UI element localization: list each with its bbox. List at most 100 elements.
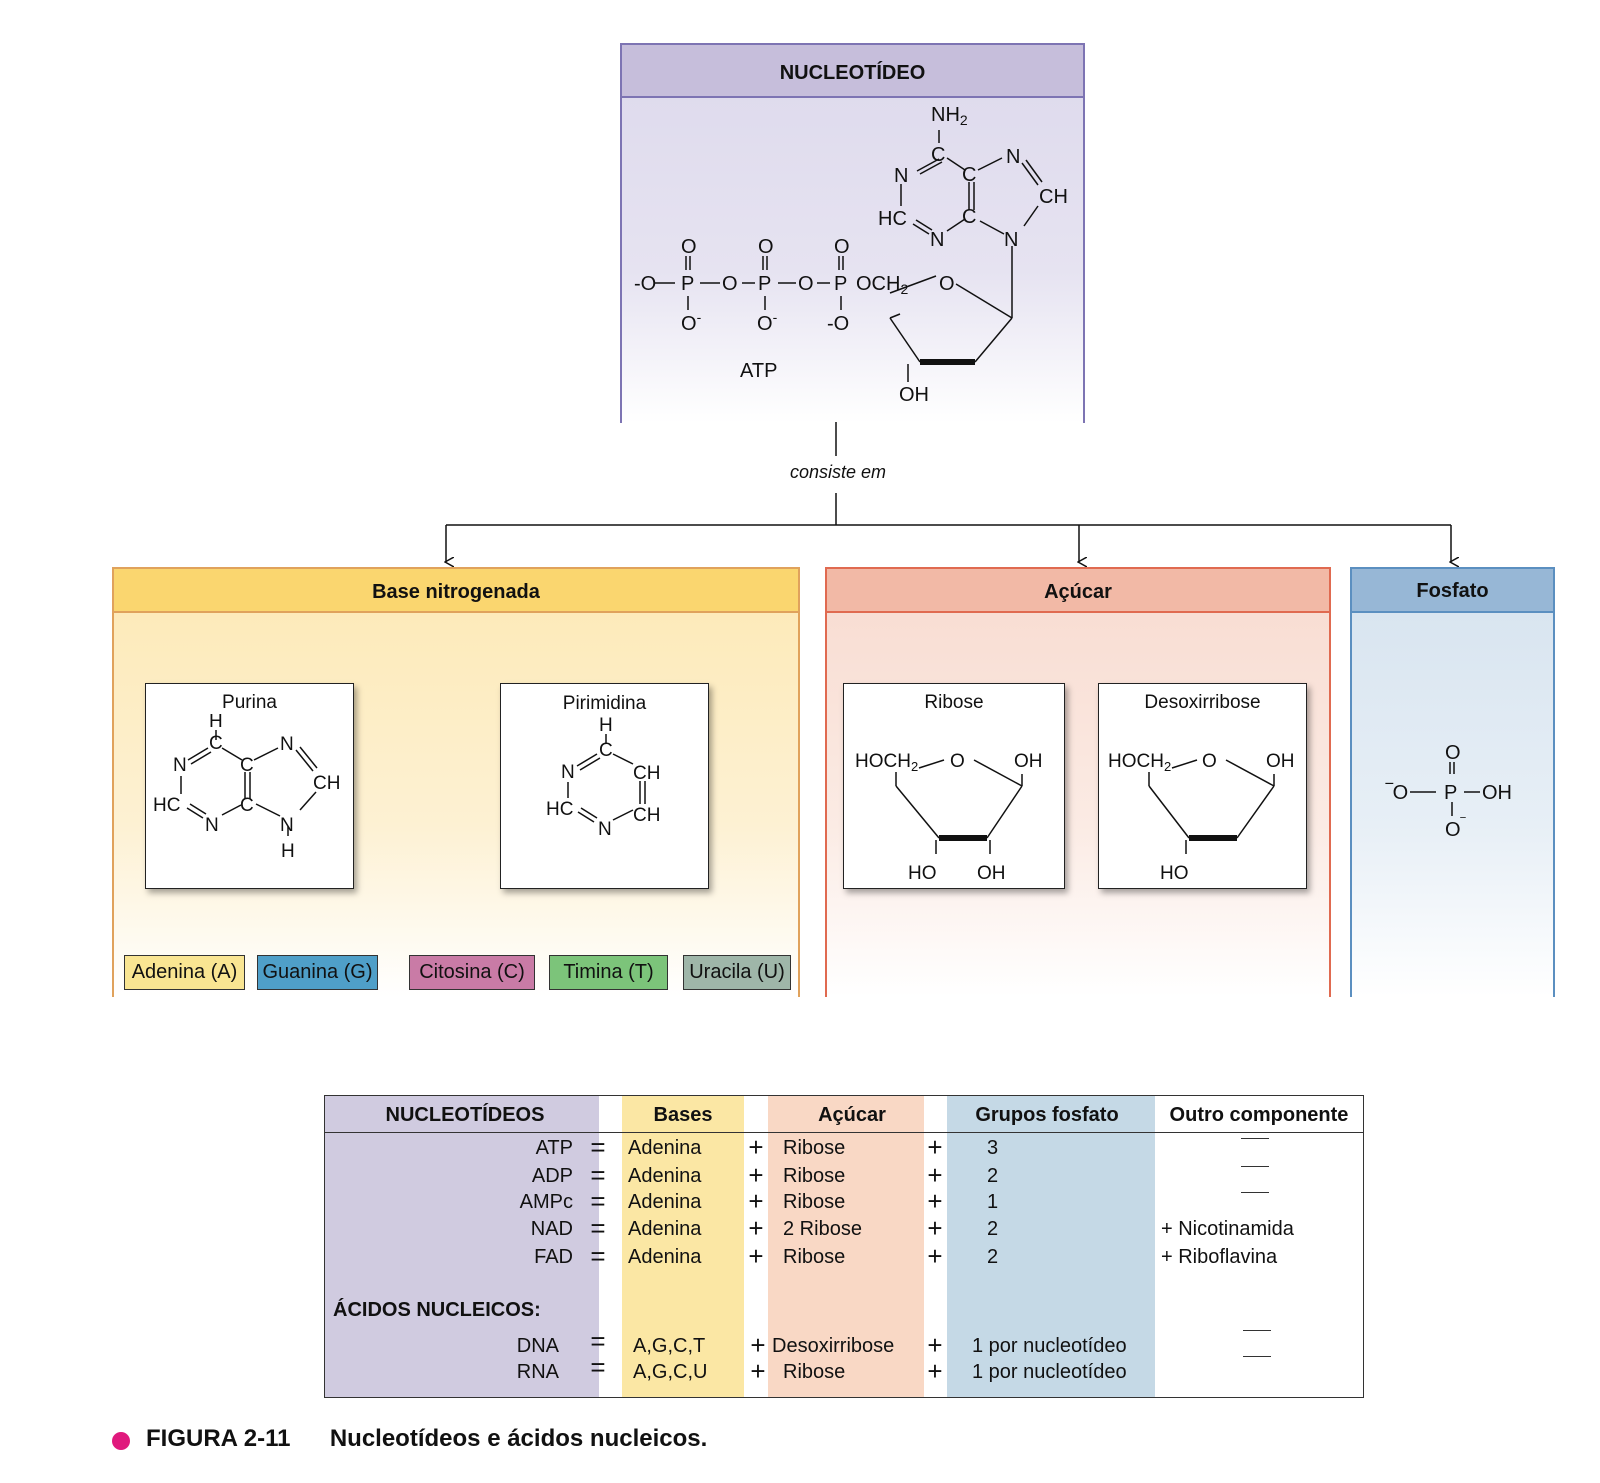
acid-row-eq: = — [590, 1326, 606, 1356]
svg-text:OH: OH — [899, 384, 929, 406]
row-eq: = — [590, 1160, 606, 1190]
desoxirribose-title: Desoxirribose — [1144, 692, 1261, 713]
svg-text:C: C — [962, 164, 976, 186]
th-nucleotides: NUCLEOTÍDEOS — [385, 1104, 545, 1126]
row-other: + Riboflavina — [1161, 1246, 1278, 1268]
caption-figure: FIGURA 2-11 — [146, 1425, 291, 1452]
svg-text:C: C — [599, 740, 613, 761]
svg-text:OH: OH — [1266, 751, 1295, 772]
acid-row-plus2: + — [927, 1356, 943, 1386]
phosphate-panel — [1350, 567, 1555, 997]
caption-text: Nucleotídeos e ácidos nucleicos. — [329, 1425, 708, 1452]
row-name: FAD — [534, 1246, 573, 1268]
svg-text:N: N — [561, 762, 575, 783]
link-label: consiste em — [789, 462, 887, 482]
row-name: ADP — [531, 1165, 573, 1187]
table-header-divider — [325, 1132, 1363, 1133]
svg-text:N: N — [280, 734, 294, 755]
acid-row-phosphate: 1 por nucleotídeo — [972, 1335, 1127, 1357]
th-phosphate: Grupos fosfato — [975, 1104, 1119, 1126]
pyrimidine-structure: H C N CH HC CH N — [546, 715, 660, 840]
svg-text:CH: CH — [1039, 186, 1068, 208]
row-phosphate: 1 — [987, 1191, 999, 1213]
col-phosphate-bg — [947, 1096, 1155, 1397]
svg-text:P: P — [758, 273, 771, 295]
row-name: ATP — [535, 1137, 573, 1159]
svg-text:C: C — [209, 733, 223, 754]
acid-row-other-dash — [1243, 1356, 1271, 1357]
row-plus2: + — [927, 1186, 943, 1216]
row-plus1: + — [748, 1132, 764, 1162]
atp-structure: NH2 C N C N CH HC C N N O OH -O P O P O … — [634, 104, 1068, 406]
phosphate-structure: O ‾O P OH O‾ — [1385, 742, 1512, 841]
svg-text:P: P — [1444, 782, 1457, 804]
row-other: + Nicotinamida — [1161, 1218, 1294, 1240]
svg-text:H: H — [281, 841, 295, 862]
acid-row-plus1: + — [750, 1330, 766, 1360]
tag-adenina: Adenina (A) — [124, 955, 245, 990]
acid-row-phosphate: 1 por nucleotídeo — [972, 1361, 1127, 1383]
row-other: — — [1241, 1162, 1269, 1190]
nucleotide-panel — [620, 43, 1085, 423]
svg-text:OH: OH — [1482, 782, 1512, 804]
svg-text:OCH2: OCH2 — [856, 273, 908, 297]
row-base: Adenina — [628, 1137, 702, 1159]
svg-text:P: P — [681, 273, 694, 295]
ribose-title: Ribose — [924, 692, 984, 713]
pirimidina-title: Pirimidina — [562, 693, 647, 714]
tag-timina: Timina (T) — [549, 955, 668, 990]
row-plus2: + — [927, 1160, 943, 1190]
purina-box: Purina H C N C N CH HC C N N H — [145, 683, 354, 889]
svg-text:HO: HO — [908, 863, 937, 884]
acid-row-other: — — [1243, 1358, 1271, 1386]
row-plus2: + — [927, 1132, 943, 1162]
row-eq: = — [590, 1213, 606, 1243]
svg-text:O: O — [681, 236, 697, 258]
atp-label: ATP — [740, 360, 778, 382]
svg-text:N: N — [280, 815, 294, 836]
acid-row-other-dash — [1243, 1330, 1271, 1331]
svg-text:O: O — [939, 273, 955, 295]
svg-text:C: C — [931, 144, 945, 166]
row-base: Adenina — [628, 1246, 702, 1268]
row-plus1: + — [748, 1186, 764, 1216]
purine-structure: H C N C N CH HC C N N H — [153, 714, 340, 862]
svg-text:CH: CH — [313, 773, 340, 794]
phosphate-title: Fosfato — [1350, 567, 1555, 613]
th-sugar: Açúcar — [818, 1104, 886, 1126]
col-bases-bg — [622, 1096, 744, 1397]
row-eq: = — [590, 1186, 606, 1216]
caption-bullet — [112, 1432, 130, 1450]
col-nucleotides-bg — [325, 1096, 599, 1397]
row-plus2: + — [927, 1213, 943, 1243]
svg-text:H: H — [209, 714, 223, 732]
svg-text:CH: CH — [633, 763, 660, 784]
svg-text:O: O — [1202, 751, 1217, 772]
row-name: NAD — [530, 1218, 573, 1240]
nucleotide-title: NUCLEOTÍDEO — [620, 43, 1085, 98]
section-label: ÁCIDOS NUCLEICOS: — [333, 1299, 541, 1321]
svg-text:C: C — [962, 206, 976, 228]
row-sugar: Ribose — [783, 1137, 846, 1159]
svg-text:O-: O- — [681, 309, 702, 335]
svg-text:-O: -O — [634, 273, 656, 295]
svg-text:N: N — [1006, 146, 1020, 168]
svg-text:N: N — [598, 819, 612, 840]
svg-text:HOCH2: HOCH2 — [1108, 751, 1171, 774]
row-plus2: + — [927, 1241, 943, 1271]
acid-row-plus2: + — [927, 1330, 943, 1360]
row-name: AMPc — [519, 1191, 573, 1213]
acid-row-sugar: Desoxirribose — [772, 1335, 895, 1357]
row-phosphate: 2 — [987, 1218, 999, 1240]
svg-text:N: N — [173, 755, 187, 776]
svg-text:O: O — [798, 273, 814, 295]
svg-text:N: N — [1004, 229, 1018, 251]
row-sugar: 2 Ribose — [783, 1218, 862, 1240]
svg-text:O: O — [1445, 742, 1461, 764]
desoxirribose-box: Desoxirribose HOCH2 O OH HO — [1098, 683, 1307, 889]
svg-text:HC: HC — [878, 208, 907, 230]
row-base: Adenina — [628, 1191, 702, 1213]
row-other-dash — [1241, 1192, 1269, 1193]
svg-text:CH: CH — [633, 805, 660, 826]
tag-uracila: Uracila (U) — [683, 955, 791, 990]
